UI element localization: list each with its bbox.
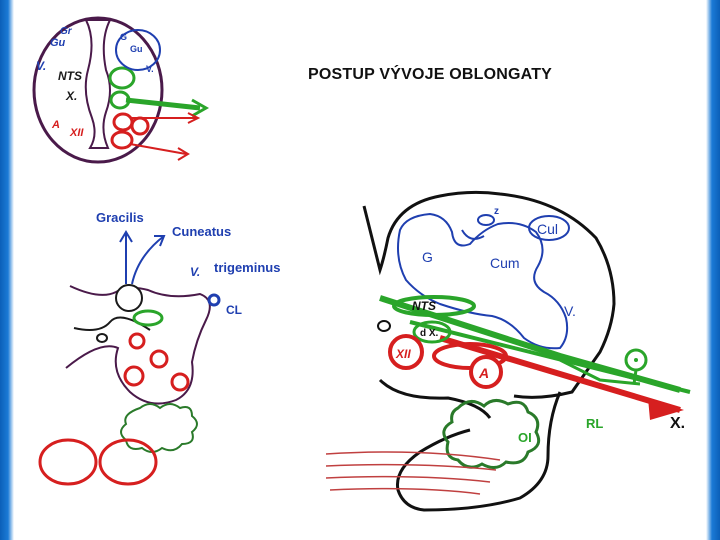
label-xii: XII (395, 347, 411, 361)
middle-left-section: Gracilis Cuneatus V. trigeminus CL (38, 210, 280, 486)
right-section: z Cul G Cum V. NTS d X. XII A X. RL OI (325, 190, 691, 512)
red-nucleus-2 (149, 349, 169, 369)
region-divider (461, 229, 485, 240)
gracilis-cuneatus-region (397, 212, 569, 350)
cul-nucleus (528, 215, 570, 241)
label-dx: d X. (420, 328, 439, 339)
label-nts: NTS (58, 69, 82, 83)
label-g-right: G (120, 32, 127, 42)
label-oi: OI (518, 430, 532, 445)
red-arrow-head-2 (177, 147, 190, 161)
label-gu: Gu (50, 37, 66, 49)
top-left-section: Gr Gu V. NTS X. A XII G Gu V. (32, 16, 210, 164)
label-rl: RL (586, 416, 603, 431)
cuneatus-arrow-head (154, 235, 166, 247)
ganglion-center (634, 358, 638, 362)
label-cum: Cum (490, 255, 520, 271)
top-section-outline (32, 16, 164, 164)
ganglion-stem (632, 369, 638, 385)
z-nucleus (477, 214, 495, 226)
olive-right (442, 399, 541, 469)
xii-nucleus-lower (110, 130, 134, 150)
oblongata-lower-left (378, 378, 492, 419)
x-arrow-head (648, 398, 684, 420)
a-nucleus (112, 112, 134, 132)
label-trigeminus: trigeminus (214, 260, 280, 275)
label-g: G (422, 249, 433, 265)
green-arrow-line (125, 97, 201, 111)
label-nts: NTS (412, 299, 436, 313)
label-z: z (494, 206, 499, 217)
label-v-right: V. (146, 64, 154, 74)
xii-nucleus (130, 116, 150, 136)
red-arrow-line-2 (129, 143, 187, 155)
label-a: A (51, 119, 60, 131)
green-nucleus-middle (132, 309, 164, 327)
dorsal-vagus-nucleus (412, 320, 452, 344)
slide-title: POSTUP VÝVOJE OBLONGATY (308, 66, 553, 83)
label-v: V. (564, 303, 576, 319)
label-v: V. (36, 59, 46, 73)
nts-nucleus (392, 295, 476, 317)
label-xii: XII (69, 127, 84, 139)
nts-nucleus (108, 66, 136, 90)
olive-middle (120, 403, 198, 453)
gracilis-cuneatus-region (115, 29, 161, 71)
label-cul: Cul (537, 221, 558, 237)
a-nucleus (469, 355, 503, 389)
label-v-middle: V. (190, 265, 200, 279)
label-cuneatus: Cuneatus (172, 224, 231, 239)
label-gr: Gr (60, 26, 73, 37)
label-x: X. (65, 89, 77, 103)
cuneatus-arrow-line (131, 235, 165, 285)
label-gu-right: Gu (130, 44, 143, 54)
red-arrow-head-1 (187, 112, 201, 124)
red-nucleus-3 (123, 365, 145, 387)
label-x: X. (670, 415, 685, 432)
small-dark-circle (96, 333, 108, 343)
ambiguus-tract (439, 335, 681, 413)
central-canal (84, 19, 112, 149)
nts-tract (409, 320, 691, 394)
red-nucleus-4 (170, 372, 190, 392)
label-gracilis: Gracilis (96, 210, 144, 225)
cl-nucleus (207, 293, 221, 307)
pyramid-left (38, 438, 98, 486)
red-nucleus-1 (128, 332, 146, 350)
pyramid-fibers (325, 451, 501, 495)
pyramid-right (98, 438, 158, 486)
green-arrow-head (191, 98, 210, 118)
xii-nucleus (388, 334, 424, 370)
label-cl: CL (226, 303, 242, 317)
gracilis-arrow-head (119, 230, 133, 243)
label-a: A (478, 365, 489, 381)
solitary-branch (559, 358, 641, 386)
gracilis-cuneatus-nucleus (115, 284, 143, 312)
small-circle (377, 320, 391, 332)
